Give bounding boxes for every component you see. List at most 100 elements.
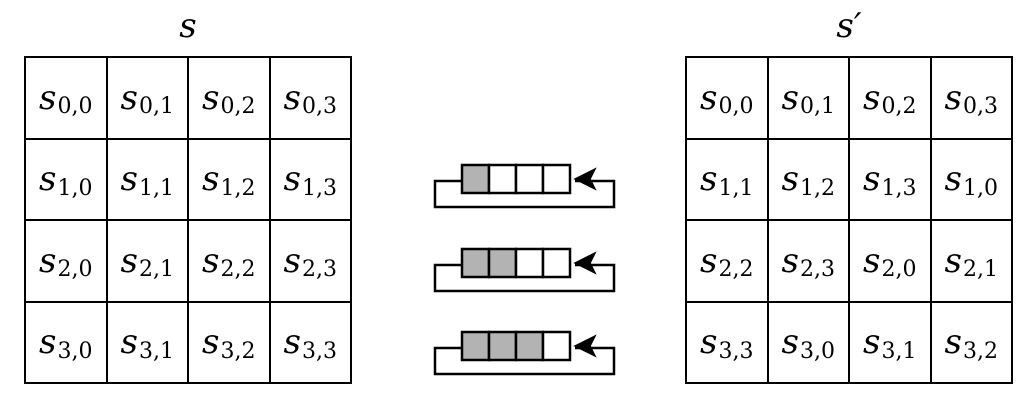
cell-variable: s (863, 159, 881, 200)
byte (514, 247, 545, 279)
cell-variable: s (863, 77, 881, 118)
cell-subscript: 2,0 (881, 257, 917, 283)
cell-subscript: 2,0 (57, 257, 93, 283)
shifted-byte (460, 247, 491, 279)
cell-variable: s (700, 159, 718, 200)
cell-subscript: 3,3 (718, 338, 754, 364)
cell-variable: s (781, 159, 799, 200)
loop-line (433, 346, 616, 376)
shift-indicator-row-1 (433, 163, 616, 209)
shifted-byte (460, 330, 491, 362)
cell-subscript: 3,1 (138, 338, 174, 364)
cell-variable: s (39, 322, 57, 363)
cell-subscript: 0,3 (962, 94, 998, 120)
cell-variable: s (202, 322, 220, 363)
cell-variable: s (781, 77, 799, 118)
right-matrix-title: s′ (836, 6, 862, 46)
shift-indicator-row-2 (433, 247, 616, 293)
cell-variable: s (781, 322, 799, 363)
cell-subscript: 0,2 (220, 94, 256, 120)
cell-variable: s (781, 240, 799, 281)
cell-variable: s (944, 240, 962, 281)
cell-subscript: 1,2 (799, 175, 835, 201)
cell-subscript: 2,2 (220, 257, 256, 283)
cell-subscript: 0,3 (301, 94, 337, 120)
byte (514, 163, 545, 195)
byte (541, 247, 572, 279)
cell-subscript: 1,0 (962, 175, 998, 201)
cell-subscript: 1,1 (138, 175, 174, 201)
cell-subscript: 0,1 (138, 94, 174, 120)
cell-subscript: 1,3 (301, 175, 337, 201)
cell-subscript: 2,1 (962, 257, 998, 283)
cell-variable: s (283, 322, 301, 363)
loop-line (433, 263, 616, 293)
cell-variable: s (39, 159, 57, 200)
shifted-byte (487, 330, 518, 362)
cell-variable: s (700, 77, 718, 118)
shift-indicator-row-3 (433, 330, 616, 376)
cell-variable: s (39, 240, 57, 281)
byte (487, 163, 518, 195)
arrow-left-icon (573, 334, 597, 358)
cell-subscript: 0,0 (718, 94, 754, 120)
cell-subscript: 1,2 (220, 175, 256, 201)
shifted-byte (487, 247, 518, 279)
cell-variable: s (202, 240, 220, 281)
cell-variable: s (944, 77, 962, 118)
cell-variable: s (944, 322, 962, 363)
cell-subscript: 1,3 (881, 175, 917, 201)
cell-subscript: 0,1 (799, 94, 835, 120)
cell-subscript: 2,3 (301, 257, 337, 283)
cell-variable: s (283, 240, 301, 281)
loop-line (433, 179, 616, 209)
shifted-byte (460, 163, 491, 195)
arrow-left-icon (573, 167, 597, 191)
cell-subscript: 1,0 (57, 175, 93, 201)
cell-subscript: 3,2 (220, 338, 256, 364)
left-matrix-title: s (179, 6, 197, 46)
cell-variable: s (944, 159, 962, 200)
cell-variable: s (863, 240, 881, 281)
cell-subscript: 3,0 (57, 338, 93, 364)
cell-subscript: 3,3 (301, 338, 337, 364)
arrow-left-icon (573, 251, 597, 275)
cell-subscript: 0,0 (57, 94, 93, 120)
cell-variable: s (120, 77, 138, 118)
byte (541, 330, 572, 362)
cell-subscript: 3,0 (799, 338, 835, 364)
cell-subscript: 0,2 (881, 94, 917, 120)
cell-variable: s (120, 240, 138, 281)
cell-subscript: 3,1 (881, 338, 917, 364)
cell-variable: s (283, 159, 301, 200)
